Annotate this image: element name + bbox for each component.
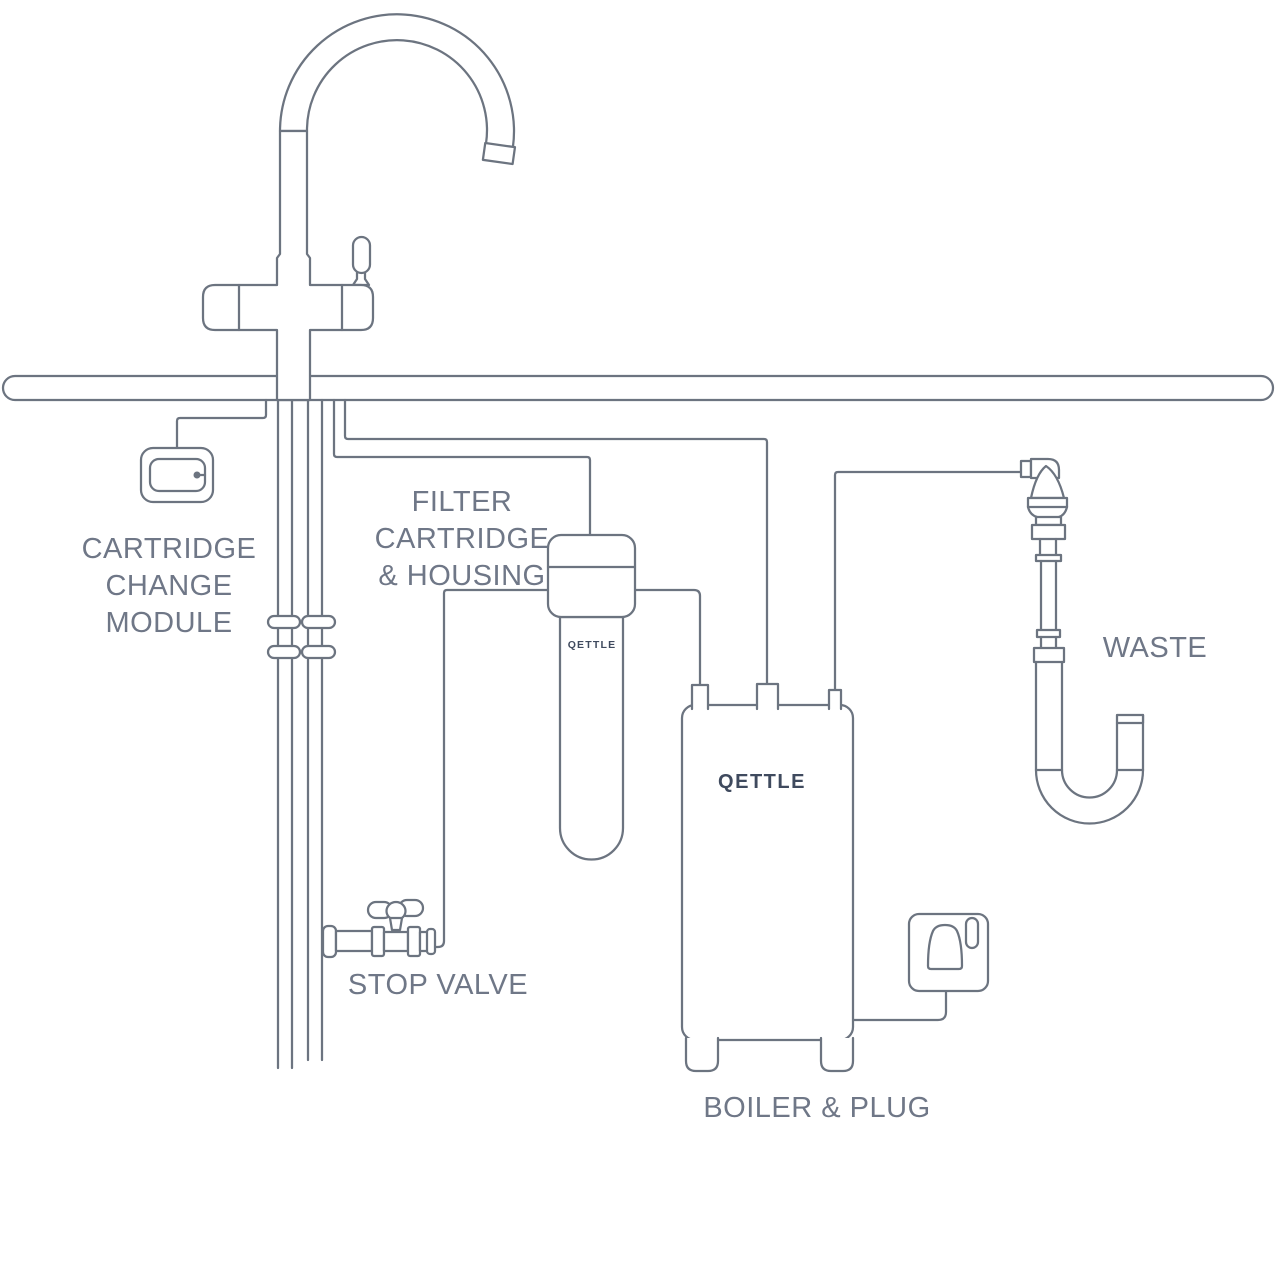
waste-collar bbox=[1034, 515, 1063, 527]
waste-taper bbox=[1026, 505, 1069, 519]
trap-right-arm bbox=[1115, 713, 1145, 772]
boiler-inlet-stub bbox=[690, 683, 710, 711]
stop-valve bbox=[321, 898, 437, 959]
vent-to-waste-line bbox=[833, 470, 1023, 692]
cartridge-change-module bbox=[139, 446, 215, 504]
valve-handle-stem bbox=[388, 916, 404, 932]
power-socket bbox=[907, 912, 990, 993]
filter-brand-logo: QETTLE bbox=[567, 639, 617, 651]
waste-label: WASTE bbox=[1102, 632, 1208, 664]
filter-label-line2: CARTRIDGE bbox=[374, 523, 550, 555]
waste-dome bbox=[1029, 464, 1066, 500]
tail-pipe-left bbox=[276, 398, 294, 1070]
boiler bbox=[680, 682, 855, 1073]
cartridge-module-label-line1: CARTRIDGE bbox=[81, 533, 257, 565]
waste-ring bbox=[1034, 553, 1063, 563]
waste-coupling bbox=[1032, 646, 1066, 664]
waste-tube bbox=[1039, 635, 1058, 650]
tail-pipe-right bbox=[306, 398, 324, 1062]
trap-rim bbox=[1115, 713, 1145, 725]
valve-end-cap bbox=[425, 927, 437, 956]
tail-collar bbox=[266, 644, 302, 660]
boiler-vent-stub bbox=[827, 688, 843, 711]
boiling-water-line bbox=[343, 398, 769, 687]
waste-ring bbox=[1035, 628, 1062, 639]
cold-feed-line bbox=[432, 588, 551, 949]
tap-body-seams bbox=[237, 283, 344, 332]
countertop bbox=[1, 374, 1275, 402]
filter-label-line1: FILTER bbox=[411, 486, 513, 518]
boiler-outlet-stub bbox=[755, 682, 780, 711]
waste-dome-band bbox=[1026, 496, 1069, 509]
trap-u-outer bbox=[1034, 768, 1145, 825]
boiler-foot-right bbox=[819, 1036, 855, 1073]
cartridge-module-label-line3: MODULE bbox=[105, 607, 233, 639]
filter-unit bbox=[546, 533, 637, 861]
valve-collar bbox=[370, 925, 386, 958]
cartridge-module-label: CARTRIDGE CHANGE MODULE bbox=[82, 531, 257, 642]
tap-body bbox=[201, 129, 375, 402]
waste-elbow-inlet bbox=[1019, 459, 1033, 479]
counter-surface bbox=[1, 374, 1275, 402]
filter-tube bbox=[558, 615, 625, 861]
tail-collar bbox=[300, 614, 337, 630]
waste-flare-ring bbox=[1030, 523, 1067, 541]
waste-neck bbox=[1038, 537, 1058, 557]
valve-collar bbox=[406, 925, 422, 958]
waste-downpipe bbox=[1034, 660, 1064, 772]
filter-label: FILTER CARTRIDGE & HOUSING bbox=[375, 484, 550, 595]
valve-barrel bbox=[334, 929, 374, 953]
tap-tails bbox=[266, 398, 337, 1070]
stop-valve-label: STOP VALVE bbox=[347, 969, 529, 1001]
tail-collar bbox=[266, 614, 302, 630]
module-wire bbox=[175, 398, 268, 451]
filter-to-boiler-line bbox=[632, 588, 702, 687]
plug bbox=[926, 923, 964, 971]
spout-nozzle bbox=[481, 141, 517, 166]
spout-arc bbox=[278, 13, 516, 149]
tail-collar bbox=[300, 644, 337, 660]
faucet bbox=[201, 13, 517, 402]
boiler-plug-label: BOILER & PLUG bbox=[703, 1092, 931, 1124]
waste-trap bbox=[1019, 457, 1145, 825]
valve-flange-left bbox=[321, 924, 338, 959]
boiler-foot-left bbox=[684, 1036, 720, 1073]
power-cord bbox=[852, 966, 948, 1022]
tap-handle bbox=[351, 235, 372, 275]
boiler-brand-logo: QETTLE bbox=[718, 771, 806, 793]
connection-lines bbox=[175, 398, 1023, 1022]
boiler-body bbox=[680, 703, 855, 1042]
module-button bbox=[193, 471, 201, 479]
filtered-water-line bbox=[332, 398, 592, 538]
filter-head bbox=[546, 533, 637, 619]
filter-label-line3: & HOUSING bbox=[378, 560, 546, 592]
trap-u-inner bbox=[1060, 768, 1119, 799]
socket-switch bbox=[964, 916, 980, 950]
waste-thin-tube bbox=[1039, 559, 1058, 632]
valve-body bbox=[382, 930, 410, 953]
cartridge-module-label-line2: CHANGE bbox=[105, 570, 233, 602]
